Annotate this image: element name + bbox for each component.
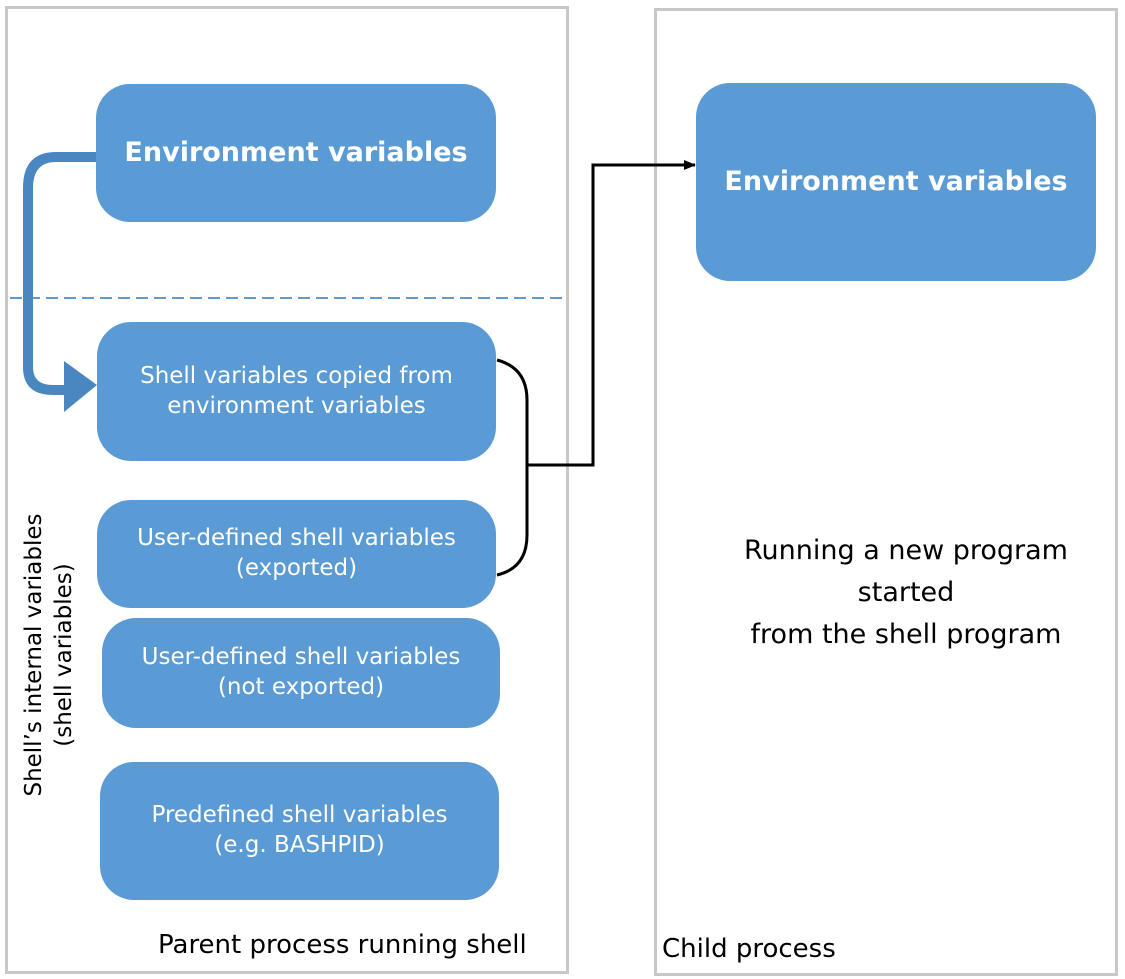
user-defined-exported-label: User-defined shell variables (exported): [137, 525, 456, 581]
child-environment-variables-node: Environment variables: [696, 83, 1096, 281]
parent-process-label: Parent process running shell: [158, 930, 527, 960]
user-defined-not-exported-node: User-defined shell variables (not export…: [102, 618, 500, 728]
child-process-label: Child process: [662, 934, 836, 964]
parent-environment-variables-label: Environment variables: [124, 137, 468, 169]
user-defined-exported-node: User-defined shell variables (exported): [97, 500, 496, 608]
child-environment-variables-label: Environment variables: [724, 166, 1068, 198]
predefined-shell-vars-label: Predefined shell variables (e.g. BASHPID…: [151, 802, 448, 858]
shell-internal-variables-label: Shell’s internal variables (shell variab…: [21, 513, 77, 797]
shell-vars-copied-node: Shell variables copied from environment …: [97, 322, 496, 461]
predefined-shell-vars-node: Predefined shell variables (e.g. BASHPID…: [100, 762, 499, 900]
shell-vars-copied-label: Shell variables copied from environment …: [140, 362, 453, 419]
child-process-description: Running a new program started from the s…: [744, 535, 1068, 650]
user-defined-not-exported-label: User-defined shell variables (not export…: [141, 644, 461, 700]
parent-environment-variables-node: Environment variables: [96, 84, 496, 222]
